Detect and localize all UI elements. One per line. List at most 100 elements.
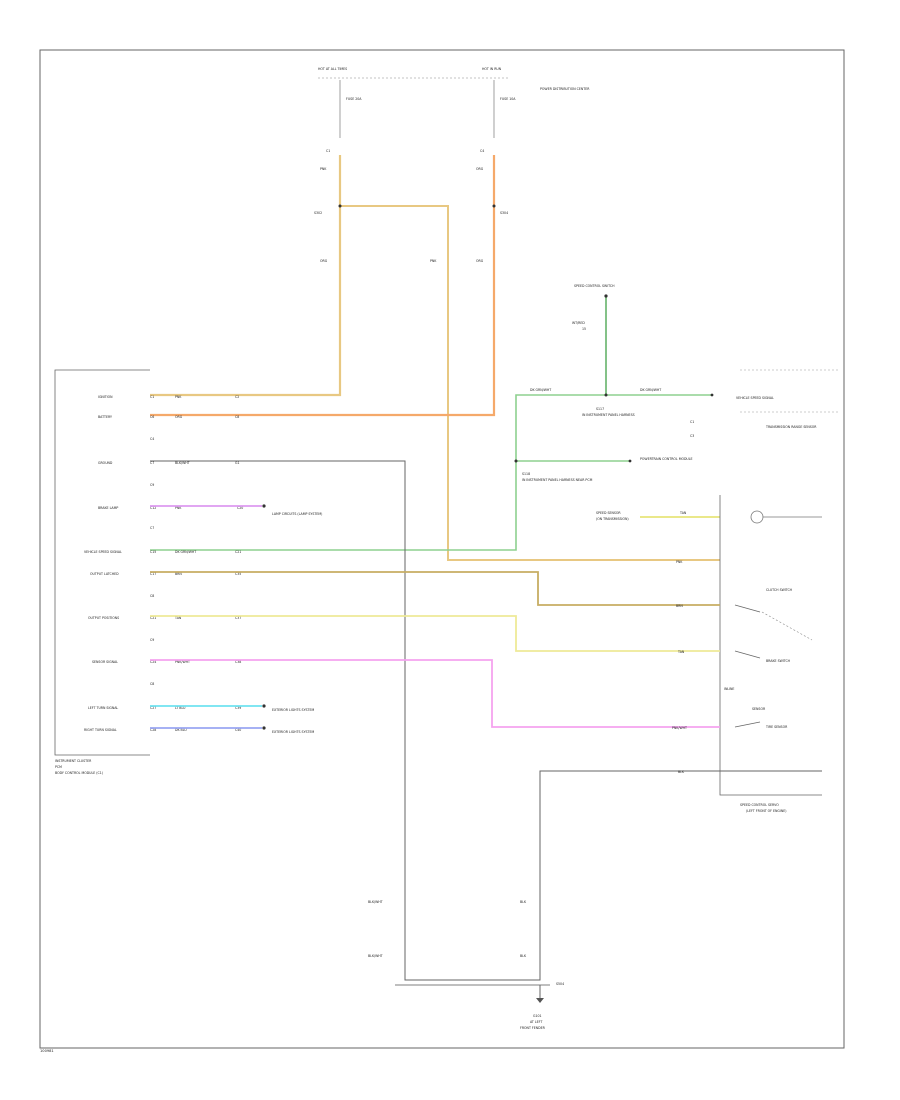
vss-wire-label-b: DK GRN/WHT <box>640 388 661 392</box>
splice-dot-right <box>492 204 496 208</box>
right-turn-ref: EXTERIOR LIGHTS SYSTEM <box>272 730 315 734</box>
left-turn-arrow <box>262 704 266 708</box>
pin-num: C21 <box>150 616 156 620</box>
pin-wire: DK BLU <box>175 728 187 732</box>
pin-wire: ORG <box>175 415 183 419</box>
cav-left: C1 <box>326 149 330 153</box>
cav-right: C4 <box>480 149 484 153</box>
pin-wire: PNK <box>175 506 182 510</box>
pin-label: IGNITION <box>98 395 113 399</box>
switch-linkage <box>761 611 813 641</box>
pin-num: C28 <box>150 728 156 732</box>
hot-left-label: HOT AT ALL TIMES <box>318 67 347 71</box>
s117-dot <box>604 393 608 397</box>
sensor-signal-wire <box>150 659 720 728</box>
pin-row-5: BRAKE LAMP C12 PNK C20 <box>98 506 243 510</box>
pin-row-14: LEFT TURN SIGNAL C27 LT BLU C39 <box>88 706 241 710</box>
battery-wire <box>150 155 496 417</box>
pin-row-7: VEHICLE SPEED SIGNAL C15 DK GRN/WHT C21 <box>84 550 241 554</box>
page-code: 100981 <box>40 1049 54 1053</box>
ground-splice-label: S504 <box>556 982 564 986</box>
pin-cav: C2 <box>235 395 239 399</box>
ground-note2: FRONT FENDER <box>520 1026 546 1030</box>
vss-right-label: VEHICLE SPEED SIGNAL <box>736 396 774 400</box>
servo-note: SPEED CONTROL SERVO <box>740 803 779 807</box>
pin-row-1: BATTERY C6 ORG C8 <box>98 415 239 419</box>
pin-num: C7 <box>150 461 154 465</box>
ground-wire-left-label: BLK/WHT <box>368 900 383 904</box>
pin-num-11: C9 <box>150 638 154 642</box>
tan2-label: TAN <box>677 650 685 654</box>
ground-bus <box>404 975 541 981</box>
diagram-frame <box>39 49 845 1049</box>
module-label: BODY CONTROL MODULE (C1) <box>55 771 103 775</box>
pin-num: C6 <box>150 415 154 419</box>
tan-wire-label: TAN <box>679 511 687 515</box>
sensor-hdr-label: SENSOR <box>752 707 766 711</box>
ignition-branch-wire <box>340 205 720 561</box>
pin-num: C17 <box>150 572 156 576</box>
pin-wire: BRN <box>175 572 182 576</box>
cav-b-label: C3 <box>690 434 694 438</box>
pin-row-0: IGNITION C1 PNK C2 <box>98 395 239 399</box>
pin-row-3: GROUND C7 BLK/WHT G1 <box>98 461 240 465</box>
wire-code-2: ORG <box>476 167 484 171</box>
pin-num: C1 <box>150 395 154 399</box>
vss-wire-label-a: DK GRN/WHT <box>530 388 551 392</box>
connector-bracket <box>54 369 150 756</box>
ground-wire-left <box>150 460 406 975</box>
splice-dot-left <box>338 204 342 208</box>
s118-dot <box>514 459 518 463</box>
pin-num: C15 <box>150 550 156 554</box>
pnk-wht-label: PNK/WHT <box>672 726 687 730</box>
speed-control-wire-code2: 15 <box>582 327 586 331</box>
speed-control-title: SPEED CONTROL SWITCH <box>574 284 615 288</box>
sensor-block-label: TRANSMISSION RANGE SENSOR <box>765 425 817 429</box>
speed-sensor-label: SPEED SENSOR <box>596 511 621 515</box>
brake-lamp-ref: LAMP CIRCUITS (LAMP SYSTEM) <box>272 512 322 516</box>
s117-label: S117 <box>596 407 604 411</box>
speed-control-dot <box>604 294 608 298</box>
pin-label: OUTPUT LATCHED <box>90 572 119 576</box>
module-inline-note: INLINE <box>724 687 734 691</box>
pin-wire: LT BLU <box>175 706 186 710</box>
ground-wire-right-label: BLK <box>520 900 527 904</box>
connector-subtitle: PCM <box>55 765 62 769</box>
connector-title: INSTRUMENT CLUSTER <box>55 759 92 763</box>
splice-s304: S304 <box>500 211 508 215</box>
right-turn-arrow <box>262 726 266 730</box>
wire-code-4: PNK <box>430 259 437 263</box>
pin-row-15: RIGHT TURN SIGNAL C28 DK BLU C40 <box>84 728 241 732</box>
pin-wire: TAN <box>174 616 182 620</box>
pnk-label: PNK <box>676 560 683 564</box>
splice-s302: S302 <box>314 211 322 215</box>
pin-num: C24 <box>150 660 156 664</box>
pin-num-6: C7 <box>150 526 154 530</box>
pin-label: SENSOR SIGNAL <box>92 660 118 664</box>
sensor-circle <box>750 510 764 524</box>
pin-label: OUTPUT POSITIONS <box>88 616 119 620</box>
pin-num-4: C9 <box>150 483 154 487</box>
ground-wire-left-label2: BLK/WHT <box>368 954 383 958</box>
vss-wire-main <box>150 394 712 551</box>
wire-code-3: ORG <box>320 259 328 263</box>
pin-wire: BLK/WHT <box>175 461 190 465</box>
brake-lamp-arrow <box>262 504 266 508</box>
hot-right-label: HOT IN RUN <box>482 67 502 71</box>
pin-cav: C39 <box>235 706 241 710</box>
pin-num: C27 <box>150 706 156 710</box>
pcm-note: POWERTRAIN CONTROL MODULE <box>640 457 693 461</box>
pin-cav: G1 <box>235 461 240 465</box>
latched-wire <box>150 571 720 606</box>
brake-switch-label: BRAKE SWITCH <box>766 659 791 663</box>
pin-wire: PNK <box>175 395 182 399</box>
pdc-label: POWER DISTRIBUTION CENTER <box>540 87 590 91</box>
ignition-wire-top <box>150 155 342 397</box>
left-turn-ref: EXTERIOR LIGHTS SYSTEM <box>272 708 315 712</box>
pin-num-2: C4 <box>150 437 154 441</box>
pin-cav: C21 <box>235 550 241 554</box>
ground-wire-right-label2: BLK <box>520 954 527 958</box>
pin-cav: C8 <box>235 415 239 419</box>
s118-note: IN INSTRUMENT PANEL HARNESS NEAR PCM <box>522 478 593 482</box>
